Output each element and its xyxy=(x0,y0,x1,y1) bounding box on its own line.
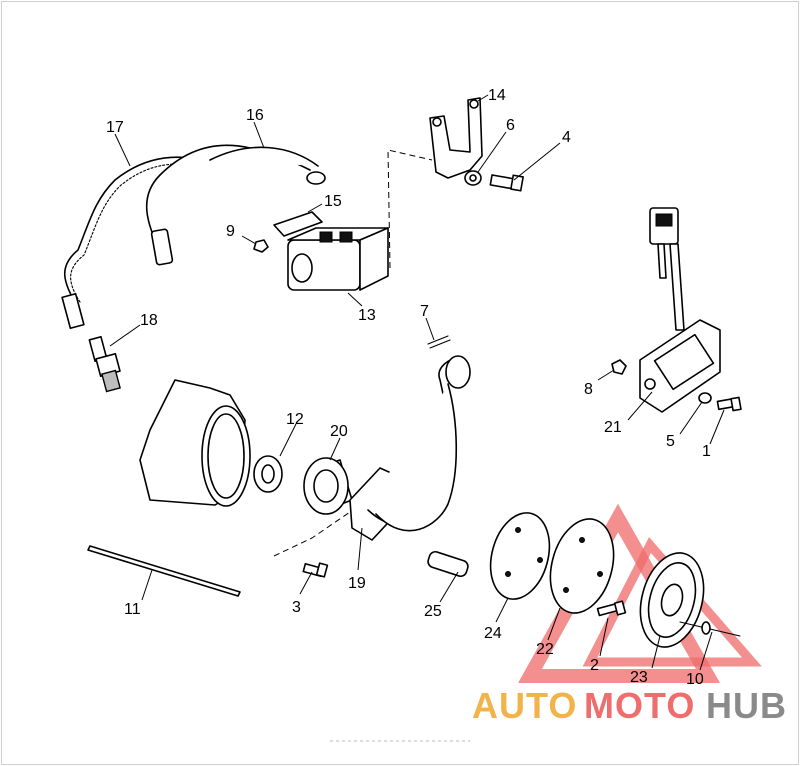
callout-24: 24 xyxy=(484,625,502,642)
coil-nut xyxy=(253,239,269,253)
module-nut xyxy=(611,359,627,375)
callout-12: 12 xyxy=(286,411,304,428)
callout-labels: 14 6 4 17 16 15 9 13 18 7 8 21 5 1 12 20… xyxy=(106,87,711,688)
cover-pin xyxy=(679,621,741,637)
callout-16: 16 xyxy=(246,107,264,124)
callout-19: 19 xyxy=(348,575,366,592)
callout-25: 25 xyxy=(424,603,442,620)
callout-17: 17 xyxy=(106,119,124,136)
callout-1: 1 xyxy=(702,443,711,460)
watermark-word-hub: HUB xyxy=(706,685,787,726)
trigger-disk xyxy=(489,512,551,600)
shaft-spacer xyxy=(427,550,469,578)
callout-4: 4 xyxy=(562,129,571,146)
cover-screw xyxy=(596,600,627,617)
callout-21: 21 xyxy=(604,419,622,436)
callout-9: 9 xyxy=(226,223,235,240)
plate-screw xyxy=(302,562,329,578)
wire-clip xyxy=(427,335,451,349)
callout-23: 23 xyxy=(630,669,648,686)
oil-seal xyxy=(253,455,283,493)
callout-18: 18 xyxy=(140,312,158,329)
watermark-word-auto: AUTO xyxy=(472,685,577,726)
callout-5: 5 xyxy=(666,433,675,450)
ignition-module xyxy=(639,207,721,413)
watermark-word-moto: MOTO xyxy=(584,685,695,726)
mounting-bracket xyxy=(429,97,483,179)
timer-cover-housing xyxy=(139,379,251,507)
rotor-cup xyxy=(303,457,353,515)
spark-plug-wire-rear xyxy=(145,144,326,266)
callout-14: 14 xyxy=(488,87,506,104)
watermark-wordmark: AUTO MOTO HUB xyxy=(472,685,787,726)
callout-20: 20 xyxy=(330,423,348,440)
timing-rod xyxy=(87,545,241,597)
bracket-screw xyxy=(489,174,524,192)
leader-lines xyxy=(109,94,725,671)
callout-11: 11 xyxy=(124,601,141,618)
callout-10: 10 xyxy=(686,671,704,688)
ignition-coil xyxy=(273,211,389,291)
module-washer xyxy=(698,392,712,404)
sensor-plate xyxy=(349,355,471,541)
callout-6: 6 xyxy=(506,117,515,134)
spark-plug xyxy=(88,336,121,393)
assembly-lines xyxy=(273,149,433,557)
callout-2: 2 xyxy=(590,657,599,674)
callout-3: 3 xyxy=(292,599,301,616)
callout-15: 15 xyxy=(324,193,342,210)
callout-7: 7 xyxy=(420,303,429,320)
callout-8: 8 xyxy=(584,381,593,398)
module-screw xyxy=(716,396,742,412)
callout-22: 22 xyxy=(536,641,554,658)
callout-13: 13 xyxy=(358,307,376,324)
gasket xyxy=(549,518,615,614)
washer xyxy=(464,170,482,186)
